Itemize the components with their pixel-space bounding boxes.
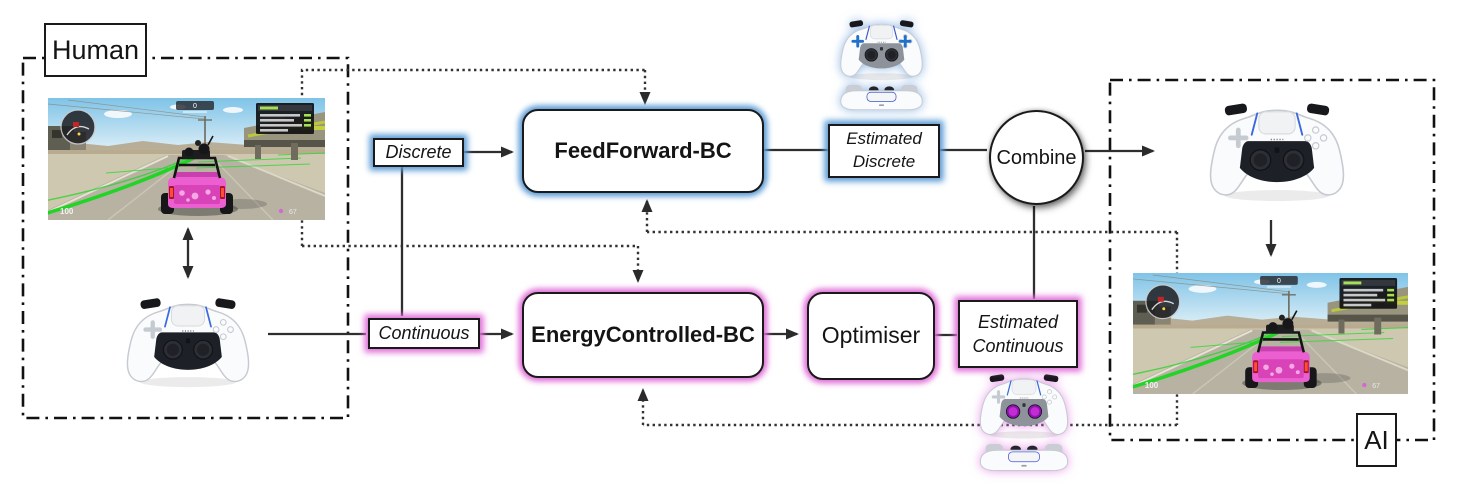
estimated-discrete-line2: Discrete — [852, 152, 916, 171]
continuous-node-label: Continuous — [378, 322, 470, 343]
feedforward-bc-node: FeedForward-BC — [522, 109, 764, 193]
combine-label: Combine — [996, 146, 1077, 169]
continuous-node: Continuous — [368, 318, 480, 349]
ai-game-screenshot — [1133, 273, 1408, 394]
human-controller — [116, 295, 260, 390]
energycontrolled-bc-node: EnergyControlled-BC — [522, 292, 764, 378]
estimated-discrete-line1: Estimated — [846, 129, 922, 149]
estimated-discrete-node: Estimated Discrete — [828, 124, 940, 178]
human-game-screenshot — [48, 98, 325, 220]
human-region-label-text: Human — [51, 34, 140, 65]
ai-region-label-text: AI — [1364, 424, 1389, 455]
discrete-node-label: Discrete — [385, 141, 452, 162]
optimiser-node: Optimiser — [807, 292, 935, 380]
feedforward-bc-label: FeedForward-BC — [554, 137, 732, 163]
ai-controller — [1198, 100, 1356, 204]
ai-region-border — [1108, 78, 1436, 442]
discrete-controls-controller — [833, 18, 930, 115]
optimiser-label: Optimiser — [821, 322, 921, 349]
discrete-node: Discrete — [373, 138, 464, 167]
estimated-continuous-node: Estimated Continuous — [958, 300, 1078, 368]
energycontrolled-bc-label: EnergyControlled-BC — [531, 321, 755, 347]
combine-node: Combine — [989, 110, 1084, 205]
human-region-border — [21, 56, 350, 420]
human-region-label: Human — [44, 23, 147, 77]
estimated-continuous-line1: Estimated — [977, 311, 1059, 332]
ai-region-label: AI — [1356, 413, 1397, 467]
solid-flow-lines — [182, 145, 1277, 340]
continuous-controls-controller — [972, 372, 1076, 476]
estimated-continuous-line2: Continuous — [972, 336, 1064, 356]
